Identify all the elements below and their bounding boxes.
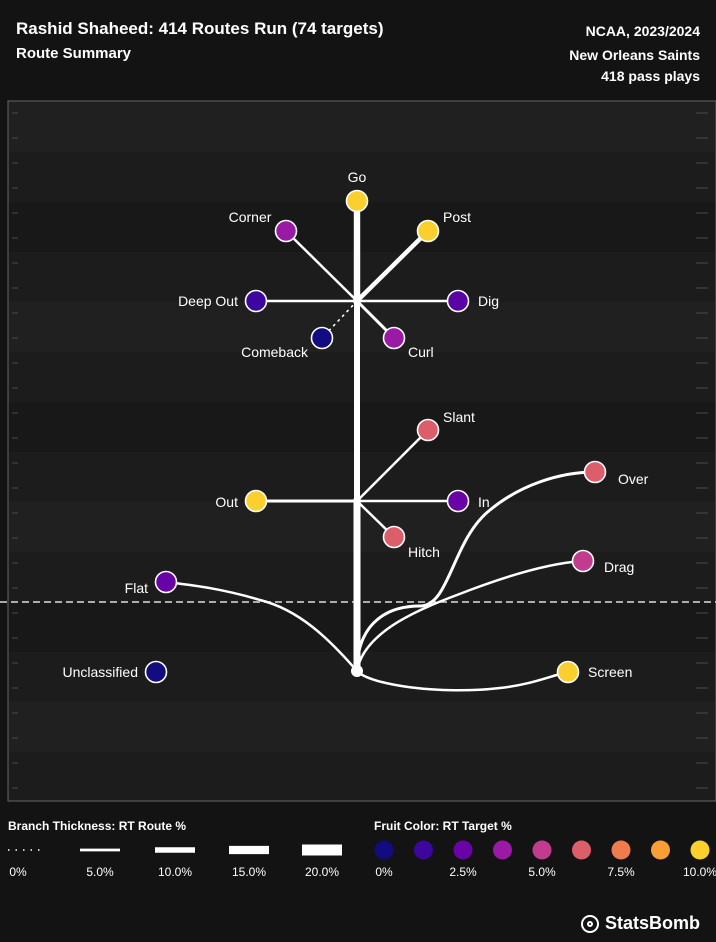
color-legend-label: 2.5%: [449, 865, 477, 879]
route-label-dig: Dig: [478, 293, 499, 309]
route-label-comeback: Comeback: [241, 344, 309, 360]
color-legend-swatch: [572, 840, 591, 860]
field-band: [8, 502, 716, 552]
pass-plays-label: 418 pass plays: [601, 68, 700, 84]
fruit-deep-out: [244, 289, 268, 313]
fruit-unclassified: [144, 660, 168, 684]
fruit-flat: [154, 570, 178, 594]
color-legend-swatch: [493, 840, 512, 860]
statsbomb-logo: StatsBomb: [580, 913, 700, 934]
thickness-legend-label: 20.0%: [305, 865, 339, 879]
route-label-post: Post: [443, 209, 471, 225]
color-legend-swatch: [532, 840, 552, 860]
color-legend-swatch: [611, 840, 631, 860]
fruit-dig: [446, 289, 470, 313]
color-legend-label: 5.0%: [528, 865, 556, 879]
thickness-legend-label: 0%: [9, 865, 27, 879]
route-label-drag: Drag: [604, 559, 634, 575]
fruit-go: [345, 189, 369, 213]
chart-subtitle: Route Summary: [16, 45, 132, 62]
thickness-legend-label: 10.0%: [158, 865, 192, 879]
field-band: [8, 302, 716, 352]
color-legend-swatch: [690, 840, 710, 860]
fruit-curl: [382, 326, 406, 350]
field-band: [8, 102, 716, 152]
statsbomb-logo-icon: [580, 914, 599, 933]
color-legend-swatch: [453, 840, 473, 860]
route-label-hitch: Hitch: [408, 544, 440, 560]
color-legend-swatch: [414, 840, 433, 860]
color-legend-swatch: [374, 840, 394, 860]
fruit-slant: [416, 418, 440, 442]
team-label: New Orleans Saints: [569, 47, 700, 63]
route-label-unclassified: Unclassified: [63, 664, 138, 680]
branch-corner: [284, 229, 359, 303]
route-label-over: Over: [618, 471, 649, 487]
route-label-out: Out: [215, 494, 238, 510]
branch-flat: [164, 580, 359, 673]
fruit-out: [244, 489, 268, 513]
branch-drag: [355, 559, 585, 673]
deep-routes-joint: [353, 297, 361, 305]
statsbomb-logo-text: StatsBomb: [604, 913, 700, 933]
color-legend-swatch: [651, 840, 670, 860]
fruit-hitch: [382, 525, 406, 549]
route-label-slant: Slant: [443, 409, 475, 425]
branch-comeback: [321, 300, 358, 339]
thickness-legend-title: Branch Thickness: RT Route %: [8, 819, 187, 833]
fruit-over: [583, 460, 607, 484]
competition-label: NCAA, 2023/2024: [585, 23, 700, 39]
short-routes-joint: [353, 497, 361, 505]
field-band: [8, 702, 716, 752]
route-label-go: Go: [348, 169, 367, 185]
route-label-flat: Flat: [125, 580, 148, 596]
color-legend-label: 10.0%: [683, 865, 716, 879]
thickness-legend-label: 5.0%: [86, 865, 114, 879]
color-legend-label: 7.5%: [607, 865, 635, 879]
branch-post: [354, 228, 431, 304]
route-label-curl: Curl: [408, 344, 434, 360]
color-legend-label: 0%: [375, 865, 393, 879]
route-label-in: In: [478, 494, 490, 510]
fruit-post: [416, 219, 440, 243]
field-band: [8, 402, 716, 452]
fruit-drag: [571, 549, 595, 573]
fruit-corner: [274, 219, 298, 243]
route-label-screen: Screen: [588, 664, 632, 680]
route-label-corner: Corner: [229, 209, 272, 225]
fruit-screen: [556, 660, 580, 684]
fruit-comeback: [310, 326, 334, 350]
chart-title: Rashid Shaheed: 414 Routes Run (74 targe…: [16, 19, 384, 38]
fruit-in: [446, 489, 470, 513]
color-legend-title: Fruit Color: RT Target %: [374, 819, 512, 833]
branch-screen: [355, 669, 570, 692]
branch-over: [355, 470, 597, 673]
branch-slant: [355, 428, 430, 503]
root-joint: [351, 665, 363, 677]
route-label-deep-out: Deep Out: [178, 293, 238, 309]
field-border: [7, 100, 716, 802]
thickness-legend-label: 15.0%: [232, 865, 266, 879]
